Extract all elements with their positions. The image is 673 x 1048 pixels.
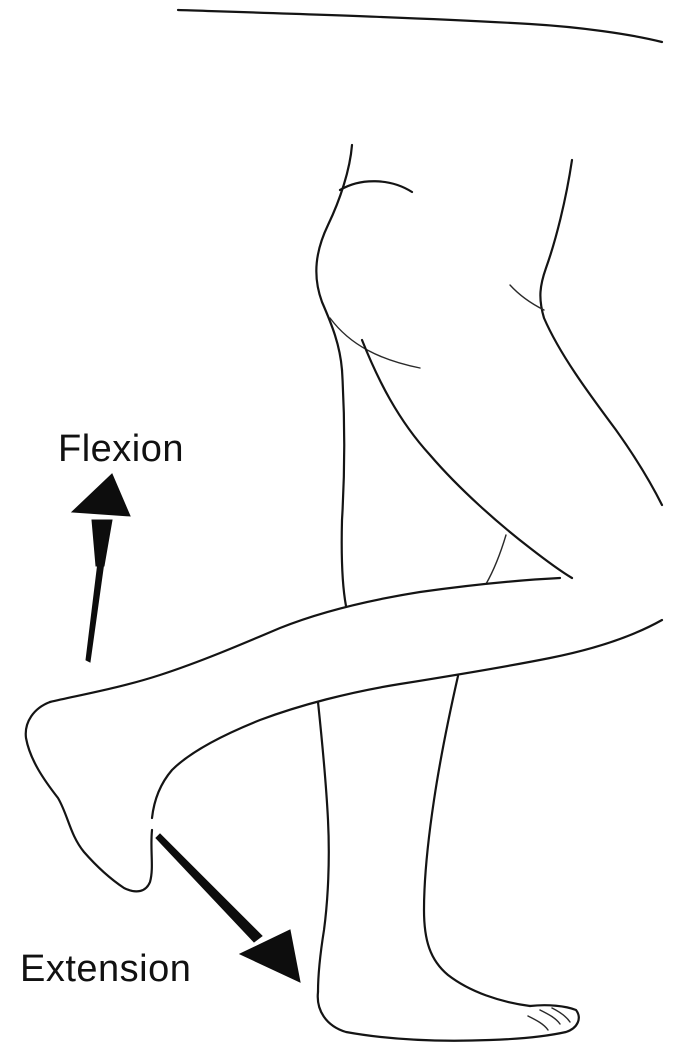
flexed-foot-outline bbox=[26, 702, 152, 891]
buttock-crease-line bbox=[340, 181, 412, 192]
standing-shin-back bbox=[318, 702, 329, 992]
gluteal-fold-line bbox=[330, 318, 420, 368]
extension-label: Extension bbox=[20, 948, 191, 991]
standing-calf-back bbox=[342, 370, 346, 606]
flexed-shin-top bbox=[50, 578, 560, 702]
flexion-label: Flexion bbox=[58, 428, 184, 471]
standing-shin-front bbox=[424, 676, 530, 1006]
hip-line bbox=[510, 285, 544, 310]
standing-thigh-inner bbox=[362, 340, 572, 578]
knee-detail-line bbox=[486, 535, 506, 584]
toe-lines bbox=[528, 1008, 570, 1030]
flexion-arrow bbox=[72, 474, 130, 662]
standing-foot-outline bbox=[318, 992, 579, 1041]
front-thigh-upper bbox=[540, 160, 662, 505]
top-edge-line bbox=[178, 10, 662, 42]
